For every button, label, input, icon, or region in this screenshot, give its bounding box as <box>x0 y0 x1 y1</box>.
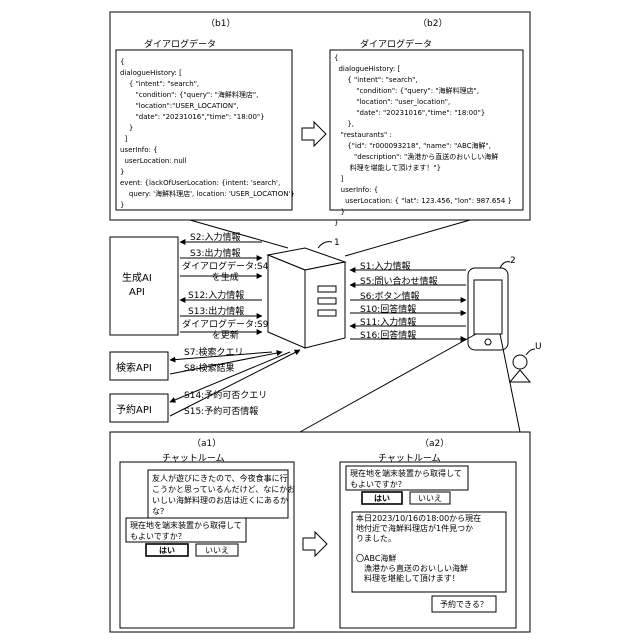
server-ref: 1 <box>334 238 340 248</box>
b1-title: （b1） <box>206 16 235 29</box>
flow-s6: S6:ボタン情報 <box>360 289 419 302</box>
server-icon <box>268 242 345 348</box>
a2-title: （a2） <box>420 436 449 449</box>
a2-result-message: 本日2023/10/16の18:00から現在 地付近で海鮮料理店が1件見つか り… <box>356 514 481 584</box>
reserve-api-label: 予約API <box>116 401 152 416</box>
a1-label: チャットルーム <box>162 451 225 464</box>
phone-icon <box>468 262 510 350</box>
a2-user-message: 予約できる？ <box>440 599 488 610</box>
flow-s5: S5:問い合わせ情報 <box>360 274 437 287</box>
flow-s7: S7:検索クエリ <box>184 345 243 358</box>
user-ref: U <box>535 342 542 352</box>
flow-s11: S11:入力情報 <box>360 315 416 328</box>
user-icon <box>510 349 535 382</box>
flow-s12: S12:入力情報 <box>188 288 244 301</box>
flow-s15: S15:予約可否情報 <box>184 404 258 417</box>
b1-to-b2-arrow <box>302 122 326 146</box>
flow-s16: S16:回答情報 <box>360 328 416 341</box>
b2-code: { dialogueHistory: [ { "intent": "search… <box>334 53 512 229</box>
a2-no-button[interactable]: いいえ <box>410 493 450 504</box>
a2-label: チャットルーム <box>378 451 441 464</box>
b1-label: ダイアログデータ <box>144 37 216 50</box>
flow-s14: S14:予約可否クエリ <box>184 388 267 401</box>
a1-user-message: 友人が遊びにきたので、今夜食事に行 こうかと思っているんだけど、なにかお いしい… <box>152 473 295 517</box>
flow-s1: S1:入力情報 <box>360 259 410 272</box>
b2-label: ダイアログデータ <box>360 37 432 50</box>
a1-yes-button[interactable]: はい <box>146 545 188 556</box>
flow-s10: S10:回答情報 <box>360 302 416 315</box>
phone-ref: 2 <box>510 256 516 266</box>
flow-s9: ダイアログデータ:S9 を更新 <box>182 320 268 342</box>
a1-no-button[interactable]: いいえ <box>196 545 238 556</box>
a2-bot-message: 現在地を端末装置から取得して もよいですか？ <box>350 468 462 490</box>
a2-yes-button[interactable]: はい <box>362 493 402 504</box>
flow-s13: S13:出力情報 <box>188 304 244 317</box>
gen-ai-api-label: 生成AI API <box>122 272 152 300</box>
b2-title: （b2） <box>418 16 447 29</box>
flow-s2: S2:入力情報 <box>190 230 240 243</box>
flow-s4: ダイアログデータ:S4 を生成 <box>182 262 268 284</box>
search-api-label: 検索API <box>116 359 152 374</box>
flow-s8: S8:検索結果 <box>184 361 234 374</box>
a1-to-a2-arrow <box>303 532 327 556</box>
flow-s3: S3:出力情報 <box>190 246 240 259</box>
a1-title: （a1） <box>192 436 221 449</box>
b1-code: { dialogueHistory: [ { "intent": "search… <box>120 57 295 211</box>
a1-bot-message: 現在地を端末装置から取得して もよいですか？ <box>130 520 242 542</box>
